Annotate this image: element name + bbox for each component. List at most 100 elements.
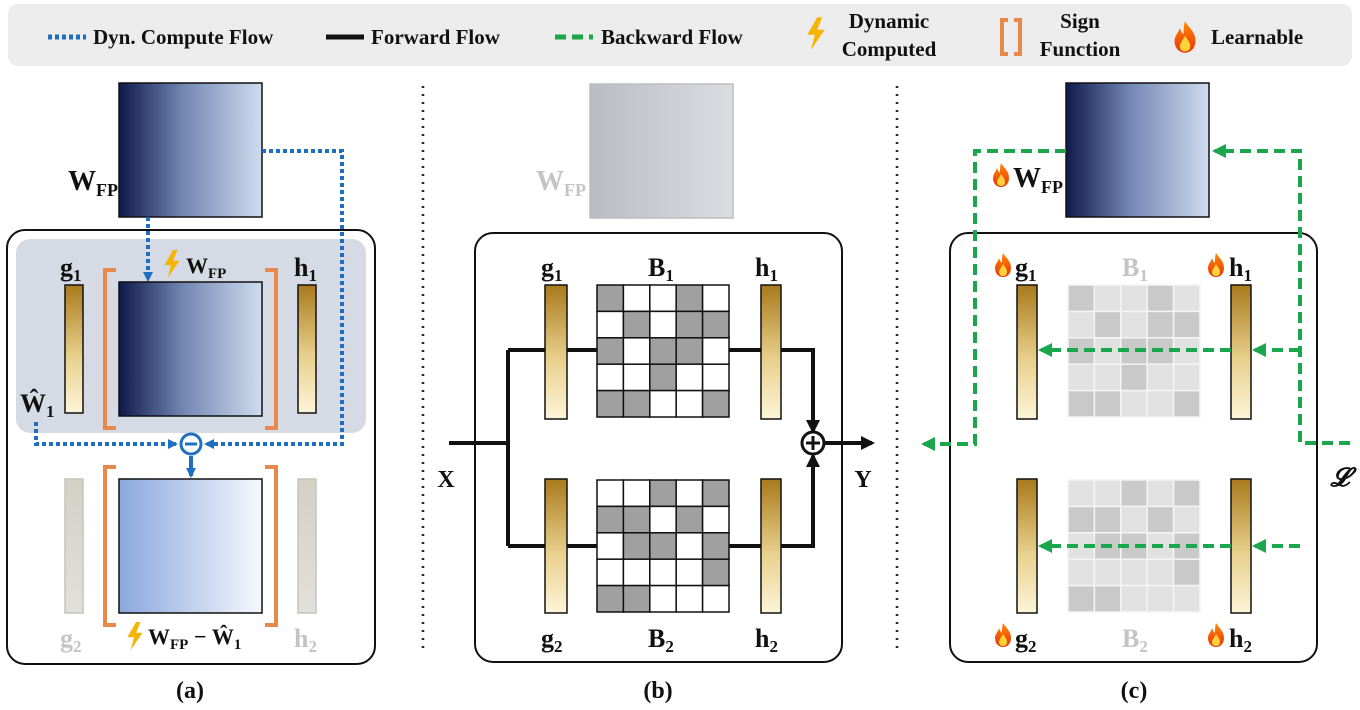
legend-dyn-compute-label: Dyn. Compute Flow (93, 25, 274, 49)
h1-vector (760, 284, 782, 420)
h1-label: h1 (294, 253, 317, 285)
matrix-cell (1093, 284, 1122, 313)
matrix-cell (1172, 584, 1201, 613)
matrix-cell (1067, 505, 1096, 534)
matrix-cell (1172, 389, 1201, 418)
legend-forward-label: Forward Flow (371, 25, 501, 49)
forward-flow-paths (449, 348, 815, 548)
matrix-cell (701, 479, 730, 508)
matrix-cell (1093, 363, 1122, 392)
matrix-cell (1120, 584, 1148, 613)
residual-matrix (118, 478, 263, 614)
w-fp-inner-label: WFP (186, 253, 226, 282)
g2-vector (544, 478, 568, 614)
g2-vector (1016, 478, 1038, 614)
g1-label: g1 (541, 253, 563, 285)
matrix-cell (1093, 389, 1122, 418)
binary-matrix-b2-faded (1067, 479, 1201, 613)
input-x-label: X (437, 467, 455, 493)
matrix-cell (622, 532, 651, 560)
matrix-cell (675, 337, 704, 365)
matrix-cell (622, 584, 651, 613)
caption-a: (a) (176, 678, 204, 704)
matrix-cell (622, 310, 651, 339)
matrix-cell (622, 284, 651, 313)
w-hat-1-label: Ŵ1 (20, 389, 55, 421)
g2-vector (64, 478, 84, 614)
matrix-cell (649, 584, 677, 613)
h1-vector (1230, 284, 1252, 420)
matrix-cell (701, 505, 730, 534)
matrix-cell (596, 558, 625, 587)
matrix-cell (1120, 505, 1148, 534)
legend-learnable-label: Learnable (1211, 25, 1303, 49)
matrix-cell (1067, 363, 1096, 392)
matrix-cell (675, 363, 704, 392)
matrix-cell (622, 479, 651, 508)
matrix-cell (1120, 284, 1148, 313)
matrix-cell (675, 584, 704, 613)
matrix-cell (1172, 284, 1201, 313)
backward-flows (921, 144, 1350, 553)
h1-label: h1 (1229, 253, 1252, 285)
matrix-cell (1120, 389, 1148, 418)
module-box (949, 232, 1318, 663)
matrix-cell (622, 505, 651, 534)
residual-label: WFP − Ŵ1 (148, 624, 241, 653)
matrix-cell (596, 532, 625, 560)
matrix-cell (649, 337, 677, 365)
matrix-cell (1146, 479, 1175, 508)
matrix-cell (1067, 284, 1096, 313)
g1-vector (1016, 284, 1038, 420)
matrix-cell (675, 389, 704, 418)
matrix-cell (596, 584, 625, 613)
matrix-cell (1093, 558, 1122, 587)
dyn-flow-what-to-minus (34, 422, 178, 449)
matrix-cell (1146, 310, 1175, 339)
matrix-cell (1146, 558, 1175, 587)
g2-label: g2 (541, 624, 563, 656)
h1-vector (297, 284, 317, 414)
legend-sign-label: Sign (1060, 9, 1100, 33)
b1-label: B1 (1122, 253, 1148, 285)
matrix-cell (1093, 505, 1122, 534)
matrix-cell (1067, 584, 1096, 613)
matrix-cell (649, 558, 677, 587)
matrix-cell (1146, 389, 1175, 418)
matrix-cell (649, 389, 677, 418)
b2-label: B2 (1122, 624, 1148, 656)
matrix-cell (675, 479, 704, 508)
h2-vector (297, 478, 317, 614)
matrix-cell (649, 479, 677, 508)
caption-b: (b) (643, 678, 672, 704)
matrix-cell (1146, 363, 1175, 392)
matrix-cell (649, 363, 677, 392)
matrix-cell (675, 505, 704, 534)
matrix-cell (701, 284, 730, 313)
matrix-cell (649, 505, 677, 534)
matrix-cell (622, 337, 651, 365)
matrix-cell (1120, 479, 1148, 508)
caption-c: (c) (1121, 678, 1148, 704)
weight-matrix-fp (1065, 82, 1210, 218)
b1-label: B1 (648, 253, 674, 285)
legend: Dyn. Compute Flow Forward Flow Backward … (8, 4, 1352, 66)
g1-vector (64, 284, 84, 414)
matrix-cell (1067, 479, 1096, 508)
h2-label: h2 (1229, 624, 1252, 656)
loss-label: 𝓛 (1330, 463, 1358, 492)
matrix-cell (701, 310, 730, 339)
legend-function-label: Function (1040, 37, 1121, 61)
w-fp-label: WFP (1013, 163, 1063, 197)
g1-label: g1 (1015, 253, 1037, 285)
matrix-cell (649, 310, 677, 339)
g2-label: g2 (60, 624, 82, 656)
matrix-cell (649, 284, 677, 313)
legend-dynamic-label: Dynamic (849, 9, 930, 33)
matrix-cell (1093, 479, 1122, 508)
sign-input-matrix (118, 281, 263, 417)
b2-label: B2 (648, 624, 674, 656)
matrix-cell (1146, 584, 1175, 613)
matrix-cell (701, 584, 730, 613)
flame-icon (993, 163, 1009, 187)
